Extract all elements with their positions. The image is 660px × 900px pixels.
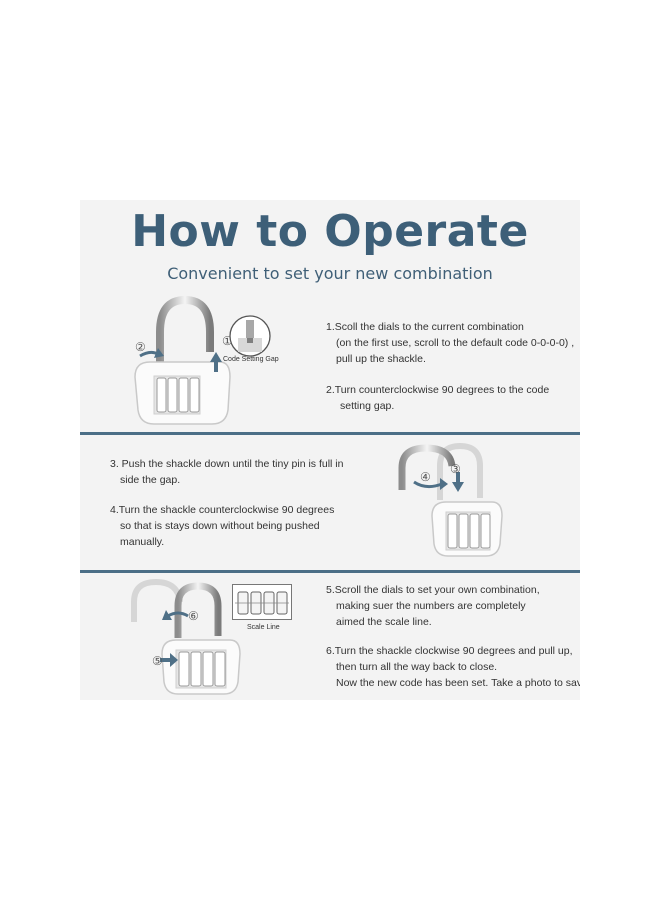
scale-line-caption: Scale Line [247, 624, 280, 631]
padlock-push-down-illustration [398, 442, 503, 557]
step-4-text: 4.Turn the shackle counterclockwise 90 d… [110, 504, 335, 548]
step-1-text: 1.Scoll the dials to the current combina… [326, 321, 575, 365]
scale-line-detail-icon [232, 584, 292, 620]
marker-2: ② [135, 340, 146, 354]
step-6-text: 6.Turn the shackle clockwise 90 degrees … [326, 645, 580, 689]
marker-3: ③ [450, 462, 461, 476]
step-5-text: 5.Scroll the dials to set your own combi… [326, 584, 540, 628]
step-2-text: 2.Turn counterclockwise 90 degrees to th… [326, 384, 550, 412]
page-title: How to Operate [131, 206, 529, 257]
page-subtitle: Convenient to set your new combination [167, 264, 493, 283]
padlock-set-code-illustration [131, 578, 241, 695]
section-divider-1 [80, 432, 580, 435]
step-3-text: 3. Push the shackle down until the tiny … [110, 458, 344, 486]
marker-4: ④ [420, 470, 431, 484]
marker-6: ⑥ [188, 609, 199, 623]
instruction-panel: How to Operate Convenient to set your ne… [80, 200, 580, 700]
section-divider-2 [80, 570, 580, 573]
code-setting-gap-caption: Code Setting Gap [223, 356, 279, 363]
code-setting-gap-detail-icon [229, 315, 271, 357]
marker-5: ⑤ [152, 654, 163, 668]
padlock-open-illustration [134, 295, 231, 425]
marker-1: ① [222, 334, 233, 348]
